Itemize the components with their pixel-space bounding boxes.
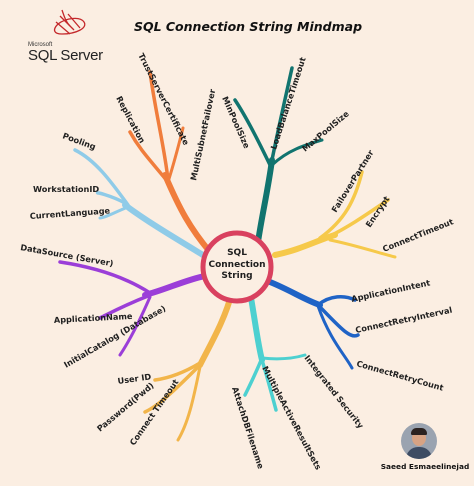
branch-aqua-twig-integrated: [260, 353, 307, 361]
label-connectretryinterval: ConnectRetryInterval: [354, 305, 453, 335]
label-userid: User ID: [117, 371, 152, 386]
branch-gold-twig-password: [143, 363, 202, 414]
center-line-2: Connection: [208, 259, 266, 270]
page-title: SQL Connection String Mindmap: [133, 19, 363, 34]
branch-yellow-twig-failover: [318, 170, 364, 240]
branch-gold-twig-timeout: [176, 365, 202, 442]
label-multipleactiveresultsets: MultipleActiveResultSets: [260, 364, 323, 471]
branch-gold-twig-userid: [153, 361, 202, 382]
branch-purple-twig-datasource: [58, 260, 152, 295]
label-failoverpartner: FailoverPartner: [329, 147, 376, 214]
branch-blue: [267, 279, 360, 370]
center-node-fill: [203, 233, 271, 301]
label-attachdbfilename: AttachDBFilename: [230, 386, 266, 471]
sql-server-logo-glyph: [53, 9, 86, 35]
branch-skyblue-trunk: [122, 202, 206, 258]
branch-orange: [128, 70, 213, 255]
label-maxpoolsize: MaxPoolSize: [300, 108, 351, 153]
branch-skyblue-twig-workstation: [95, 191, 127, 205]
branch-skyblue-twig-pooling: [73, 148, 130, 207]
label-applicationintent: ApplicationIntent: [350, 277, 431, 303]
center-line-1: SQL: [227, 248, 247, 258]
branch-purple-twig-catalog: [118, 295, 152, 357]
branch-skyblue-twig-language: [98, 205, 130, 220]
author-avatar: [401, 423, 437, 459]
author-name: Saeed Esmaeelinejad: [380, 462, 470, 471]
branch-yellow-trunk: [272, 232, 338, 258]
sql-server-logo: Microsoft SQL Server: [28, 6, 123, 66]
label-connectretrycount: ConnectRetryCount: [355, 358, 444, 392]
branch-blue-twig-count: [316, 304, 354, 370]
branch-blue-twig-interval: [316, 303, 360, 338]
label-pooling: Pooling: [61, 130, 97, 151]
branch-orange-twig-trust: [148, 70, 170, 182]
label-applicationname: ApplicationName: [54, 311, 134, 325]
branch-aqua: [243, 289, 307, 412]
label-connecttimeout-yellow: ConnectTimeout: [381, 216, 455, 254]
logo-vendor: Microsoft: [28, 42, 53, 48]
branch-yellow-twig-encrypt: [328, 198, 390, 238]
branch-yellow: [272, 170, 397, 259]
branch-gold-trunk: [197, 289, 235, 368]
branch-aqua-twig-mars: [260, 358, 278, 412]
branch-blue-twig-intent: [316, 294, 357, 307]
label-loadbalancetimeout: LoadBalanceTimeout: [268, 56, 307, 151]
branch-blue-trunk: [267, 279, 323, 308]
branch-orange-twig-replication: [128, 130, 170, 184]
branch-teal-twig-loadbalance: [270, 66, 294, 162]
logo-product: SQL Server: [28, 47, 103, 64]
label-multisubnetfailover: MultiSubnetFailover: [188, 87, 217, 181]
center-node-ring: [200, 230, 274, 304]
branch-teal-trunk: [255, 157, 275, 245]
branch-aqua-trunk: [247, 289, 265, 363]
branch-skyblue: [73, 148, 206, 258]
branch-teal-twig-maxpool: [270, 138, 324, 167]
center-line-3: String: [221, 271, 253, 281]
center-node-label: SQL Connection String: [200, 248, 274, 283]
branch-teal-twig-minpool: [233, 98, 272, 167]
label-replication: Replication: [114, 94, 147, 145]
label-workstationid: WorkstationID: [33, 184, 99, 194]
branch-orange-twig-multisubnet: [166, 126, 185, 184]
branch-yellow-twig-timeout: [328, 238, 397, 259]
branch-purple-trunk: [142, 273, 208, 298]
label-currentlanguage: CurrentLanguage: [29, 205, 110, 221]
branch-teal: [233, 66, 324, 245]
branch-purple-twig-appname: [98, 294, 150, 320]
branch-aqua-twig-attach: [243, 356, 264, 397]
branch-orange-trunk: [162, 172, 213, 255]
branch-purple: [58, 260, 208, 357]
